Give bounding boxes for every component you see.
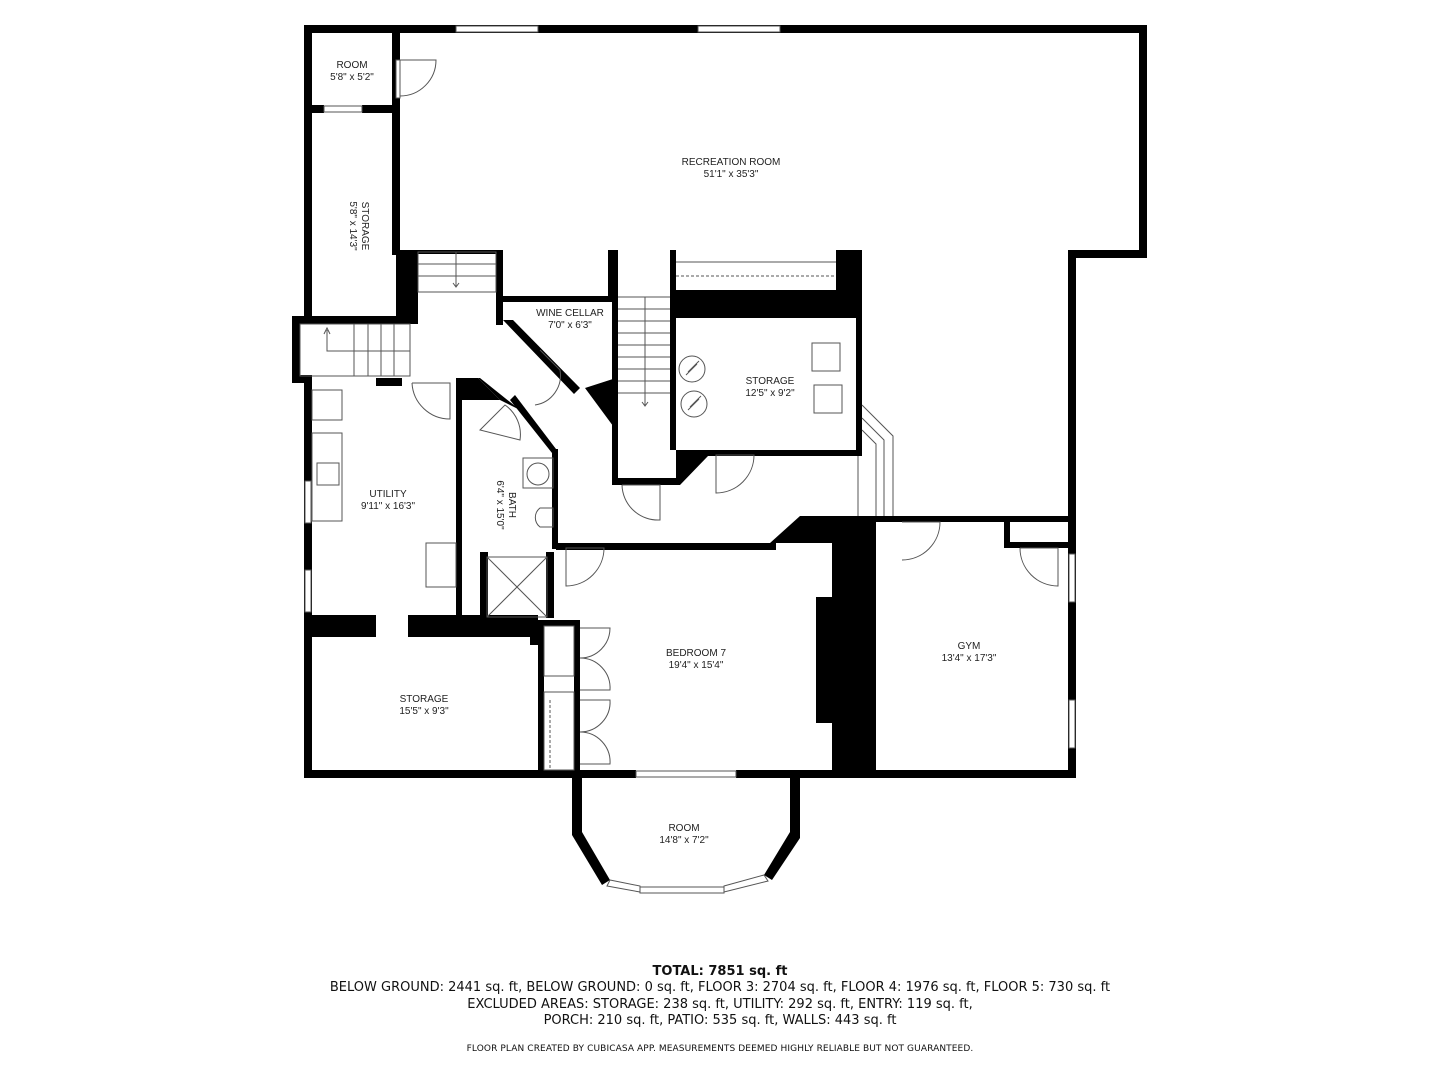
room-dimensions: 14'8" x 7'2" (659, 835, 709, 846)
room-name: STORAGE (399, 694, 449, 705)
water-heater-2 (680, 390, 708, 418)
room-name: STORAGE (359, 201, 370, 251)
room-name: BATH (506, 492, 517, 518)
total-area: TOTAL: 7851 sq. ft (652, 964, 788, 979)
excluded-areas-continued: PORCH: 210 sq. ft, PATIO: 535 sq. ft, WA… (543, 1013, 897, 1028)
room-dimensions: 13'4" x 17'3" (941, 653, 997, 664)
room-label-bath: BATH 6'4" x 15'0" (493, 480, 517, 529)
room-name: BEDROOM 7 (665, 648, 727, 659)
room-dimensions: 15'5" x 9'3" (399, 706, 449, 717)
room-label-utility: UTILITY 9'11" x 16'3" (361, 489, 415, 513)
ledge (676, 261, 836, 277)
appliance (311, 389, 343, 421)
room-label-wine-cellar: WINE CELLAR 7'0" x 6'3" (536, 308, 604, 332)
room-label-storage-mid: STORAGE 12'5" x 9'2" (745, 376, 794, 400)
area-summary: TOTAL: 7851 sq. ft BELOW GROUND: 2441 sq… (0, 963, 1440, 1054)
room-name: UTILITY (369, 489, 407, 500)
room-name: ROOM (668, 823, 700, 834)
water-heater-1 (678, 355, 706, 383)
room-dimensions: 6'4" x 15'0" (494, 480, 505, 530)
room-label-storage-vertical: STORAGE 5'8" x 14'3" (346, 201, 370, 250)
excluded-areas: EXCLUDED AREAS: STORAGE: 238 sq. ft, UTI… (467, 996, 973, 1012)
shower (486, 556, 548, 618)
disclaimer: FLOOR PLAN CREATED BY CUBICASA APP. MEAS… (466, 1043, 974, 1054)
floor-plan (292, 25, 1147, 894)
stairs-upper (417, 251, 497, 293)
room-name: GYM (957, 641, 981, 652)
room-label-gym: GYM 13'4" x 17'3" (942, 641, 997, 665)
room-dimensions: 51'1" x 35'3" (703, 169, 759, 180)
doors (395, 59, 1059, 765)
room-label-small-room: ROOM 5'8" x 5'2" (330, 60, 374, 84)
floor-plan-drawing (292, 25, 1147, 894)
utility-sink (316, 462, 340, 486)
room-label-bedroom-7: BEDROOM 7 19'4" x 15'4" (666, 648, 726, 672)
room-dimensions: 9'11" x 16'3" (360, 501, 416, 512)
room-dimensions: 5'8" x 5'2" (330, 72, 374, 83)
fixtures (311, 342, 894, 771)
windows (304, 25, 1076, 894)
bath-sink (526, 462, 550, 486)
stairs-center (618, 296, 670, 407)
room-name: ROOM (336, 60, 368, 71)
room-name: RECREATION ROOM (681, 157, 781, 168)
room-name: STORAGE (745, 376, 795, 387)
room-label-recreation-room: RECREATION ROOM 51'1" x 35'3" (682, 157, 781, 181)
room-label-storage-lower: STORAGE 15'5" x 9'3" (399, 694, 448, 718)
room-dimensions: 7'0" x 6'3" (548, 320, 592, 331)
walls (292, 25, 1147, 885)
room-dimensions: 12'5" x 9'2" (745, 388, 795, 399)
floor-breakdown: BELOW GROUND: 2441 sq. ft, BELOW GROUND:… (329, 980, 1111, 995)
room-dimensions: 19'4" x 15'4" (668, 660, 724, 671)
stairs-left (299, 323, 411, 377)
room-dimensions: 5'8" x 14'3" (347, 201, 358, 251)
room-name: WINE CELLAR (536, 308, 604, 319)
toilet (534, 507, 554, 528)
room-label-bay-room: ROOM 14'8" x 7'2" (659, 823, 708, 847)
